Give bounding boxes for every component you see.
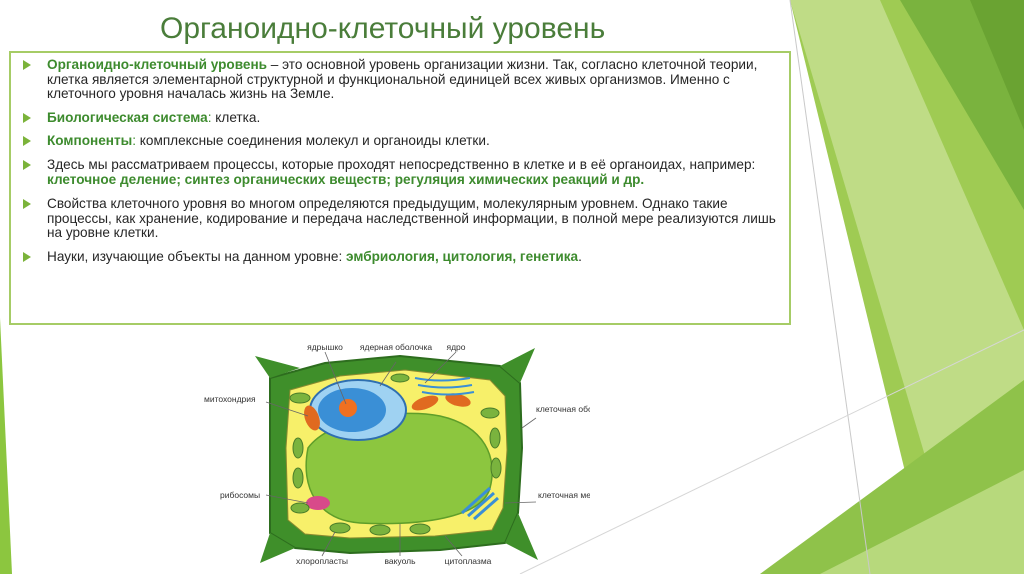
content-box: Органоидно-клеточный уровень – это основ… [9,51,791,325]
left-green-strip [0,318,12,574]
label-vacuole: вакуоль [384,556,416,566]
label-mitochondria: митохондрия [204,394,256,404]
label-chloroplasts: хлоропласты [296,556,348,566]
chloroplast [329,522,351,534]
mitochondrion [411,395,439,411]
bullet-heading: Биологическая система [47,109,208,125]
label-cytoplasm: цитоплазма [445,556,492,566]
bullet-item: Здесь мы рассматриваем процессы, которые… [19,156,785,187]
chloroplasts-group [289,373,502,536]
nucleolus-shape [339,399,357,417]
plant-cell-diagram: ядрышко ядерная оболочка ядро митохондри… [204,342,590,566]
endoplasmic-reticulum [414,377,475,396]
bullet-item: Свойства клеточного уровня во многом опр… [19,196,785,241]
bullet-highlight: клеточное деление; синтез органических в… [47,171,645,187]
right-thin-triangle [970,0,1024,130]
bullet-marker-icon [23,60,31,70]
mitochondrion [445,393,471,407]
thin-line-2 [519,329,1024,574]
cell-wall-corner [500,348,535,383]
right-bottom-triangle-light [820,470,1024,574]
label-nuclear-envelope: ядерная оболочка [360,342,432,352]
bullet-text: Свойства клеточного уровня во многом опр… [47,196,776,241]
chloroplast [289,392,311,404]
chloroplast [292,437,304,459]
mitochondrion [304,405,320,431]
chloroplast [292,467,304,489]
label-nucleus: ядро [446,342,465,352]
bullet-item: Компоненты: комплексные соединения молек… [19,134,785,149]
bullet-text: комплексные соединения молекул и органои… [136,133,490,149]
bullet-heading: Органоидно-клеточный уровень [47,57,268,72]
golgi-apparatus [461,486,499,521]
bullet-separator: : [132,133,137,149]
bullet-highlight: эмбриология, цитология, генетика [346,248,579,264]
bullet-marker-icon [23,199,31,210]
bullet-text: – это основной уровень организации жизни… [47,57,758,102]
bullet-text: Науки, изучающие объекты на данном уровн… [47,248,347,264]
ribosome-body [306,496,330,510]
bullet-item: Биологическая система: клетка. [19,109,785,126]
chloroplast [390,373,410,383]
thin-line-1 [789,0,871,574]
bullet-heading: Компоненты [47,133,133,149]
pointer-lines [265,351,537,557]
chloroplast [480,407,500,419]
label-cell-wall: клеточная оболочка [536,404,590,414]
label-nucleolus: ядрышко [307,342,343,352]
bullet-list: Органоидно-клеточный уровень – это основ… [19,57,785,274]
bullet-marker-icon [23,112,31,123]
bullet-text: Здесь мы рассматриваем процессы, которые… [47,156,756,172]
bullet-marker-icon [23,251,31,262]
bullet-item: Науки, изучающие объекты на данном уровн… [19,248,785,265]
label-nuclear-envelope-text: ядерная оболочка [360,342,432,352]
chloroplast [369,524,391,536]
label-cell-membrane: клеточная мембрана [538,490,590,500]
cell-wall-corner [260,533,295,563]
chloroplast [290,502,310,514]
cell-wall-corner [255,356,300,378]
bullet-marker-icon [23,159,31,170]
bullet-marker-icon [23,136,31,147]
bullet-end: . [578,248,582,264]
chloroplast [409,523,431,535]
slide-title: Органоидно-клеточный уровень [160,12,606,45]
bullet-separator: : [207,109,212,125]
chloroplast [490,457,502,479]
label-ribosomes: рибосомы [220,490,260,500]
bullet-text: клетка. [211,109,261,125]
cell-wall-corner [505,513,538,560]
chloroplast [489,427,501,449]
bullet-item: Органоидно-клеточный уровень – это основ… [19,57,785,102]
